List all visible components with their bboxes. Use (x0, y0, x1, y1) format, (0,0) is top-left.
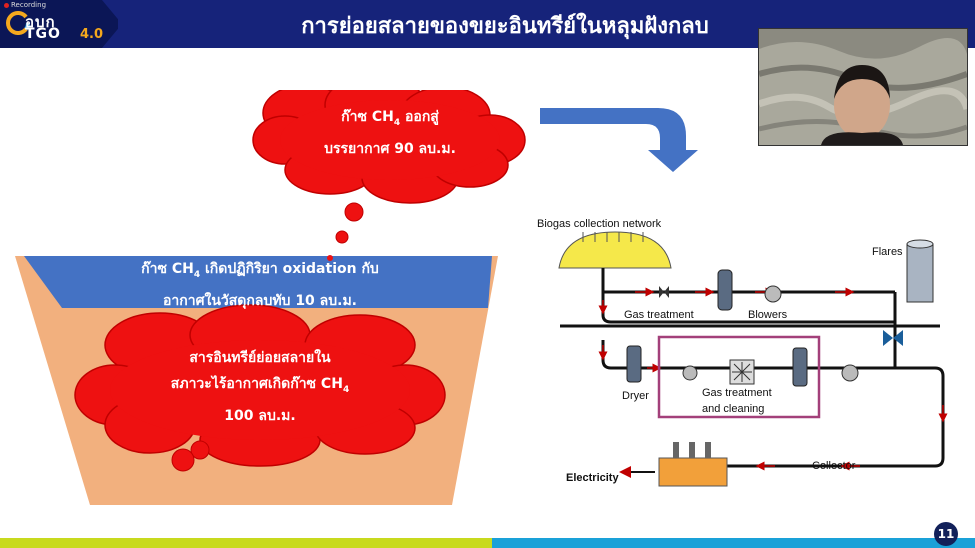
logo-text-thai: อบก (25, 13, 56, 31)
page-number: 11 (934, 522, 958, 546)
thought-bubble-medium (335, 230, 349, 244)
flare-stack (906, 243, 934, 303)
bottom-methane-cloud (74, 304, 446, 467)
logo-version: 4.0 (80, 27, 104, 42)
label-biogas-network: Biogas collection network (537, 218, 662, 230)
dryer-tank (626, 345, 642, 383)
oxidation-layer-text: ก๊าซ CH4 เกิดปฏิกิริยา oxidation กับ อาก… (141, 261, 379, 309)
footer-bar-yellow (0, 538, 492, 548)
presenter-video-frame (759, 29, 967, 145)
landfill-illustration (15, 90, 526, 505)
blower-tank (717, 269, 733, 311)
logo-text-tgo: TGO (25, 26, 61, 42)
recording-indicator-icon (4, 3, 9, 8)
logo-ring-icon (6, 11, 30, 35)
label-gas-treatment-cleaning-1: Gas treatment (702, 387, 772, 399)
label-flares: Flares (872, 246, 903, 258)
footer-bar-blue (492, 538, 975, 548)
recording-label: Recording (11, 1, 47, 9)
presenter-shirt (821, 132, 903, 145)
generator (658, 457, 728, 487)
thought-bubble-large (344, 202, 364, 222)
cover-layer (24, 256, 492, 308)
label-dryer: Dryer (622, 390, 649, 402)
biogas-process-diagram (558, 231, 948, 487)
label-collector: Collector (812, 460, 856, 472)
bottom-cloud-text: สารอินทรีย์ย่อยสลายใน สภาวะไร้อากาศเกิดก… (170, 350, 350, 424)
presenter-hair (834, 65, 890, 99)
top-cloud-text: ก๊าซ CH4 ออกสู่ บรรยากาศ 90 ลบ.ม. (324, 109, 456, 157)
bubble-bottom-1 (190, 440, 210, 460)
label-electricity: Electricity (566, 472, 619, 484)
bubble-bottom-2 (171, 448, 195, 472)
blower-fan-icon (764, 285, 782, 303)
label-gas-treatment-cleaning-2: and cleaning (702, 403, 765, 415)
flare-valve-icon (883, 330, 903, 346)
gas-treatment-box (657, 335, 821, 419)
gas-treatment-valve-icon (659, 286, 669, 298)
top-methane-cloud (252, 90, 526, 204)
flow-arrow-icon (540, 108, 698, 172)
label-gas-treatment: Gas treatment (624, 309, 694, 321)
label-blowers: Blowers (748, 309, 788, 321)
slide-title: การย่อยสลายของขยะอินทรีย์ในหลุมฝังกลบ (301, 13, 709, 39)
thought-bubble-small (327, 255, 333, 261)
webcam-video[interactable] (758, 28, 968, 146)
collection-dome (558, 231, 672, 269)
presenter-face (834, 71, 890, 139)
logo-panel (0, 0, 118, 48)
